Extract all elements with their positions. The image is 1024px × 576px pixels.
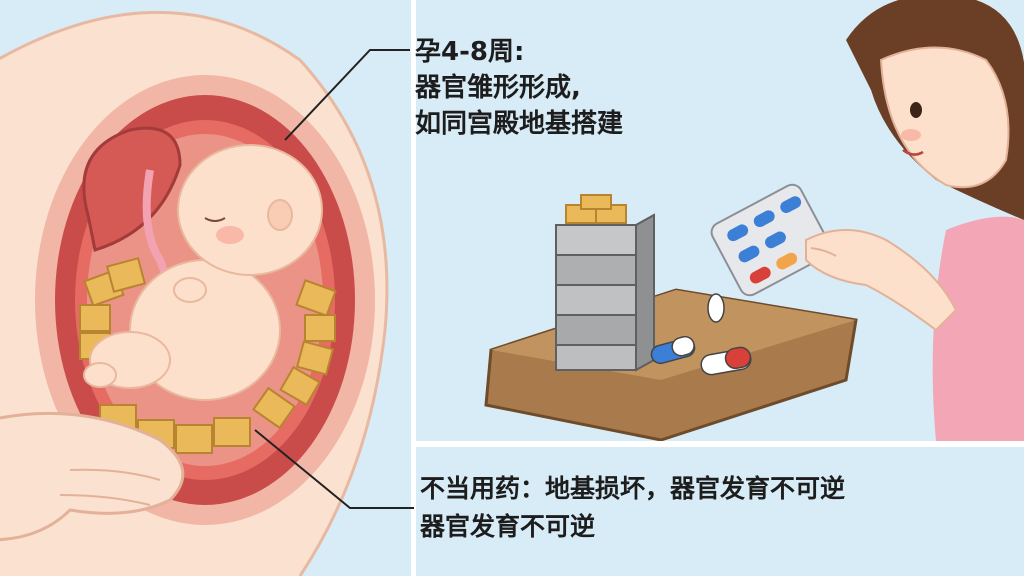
caption-bottom-line-2: 器官发育不可逆 [420,512,596,541]
woman-shirt [932,216,1024,441]
woman-face [879,46,1010,189]
caption-top-line-2: 器官雏形形成, [415,73,581,103]
womb-illustration [0,11,389,576]
fetus-head [177,144,323,276]
caption-top: 孕4-8周: 器官雏形形成, 如同宫殿地基搭建 [415,34,623,142]
woman-arm [805,229,958,332]
caption-bottom-line-1: 不当用药：地基损坏，器官发育不可逆 [420,474,846,503]
caption-top-line-1: 孕4-8周: [415,37,525,67]
pills [650,293,752,376]
blister-pack [710,183,832,297]
placenta [82,126,182,252]
fetus-hand [173,277,207,303]
womb-panel [0,0,411,576]
foundation-panel [416,0,1024,441]
gold-cap [565,194,627,224]
warning-panel [416,447,1024,576]
caption-top-line-3: 如同宫殿地基搭建 [415,109,624,139]
mother-hand [0,411,185,542]
caption-bottom: 不当用药：地基损坏，器官发育不可逆 器官发育不可逆 [420,470,845,546]
foundation-illustration [484,0,1024,441]
fetus-ear [267,199,293,231]
stone-pillar [555,213,655,372]
